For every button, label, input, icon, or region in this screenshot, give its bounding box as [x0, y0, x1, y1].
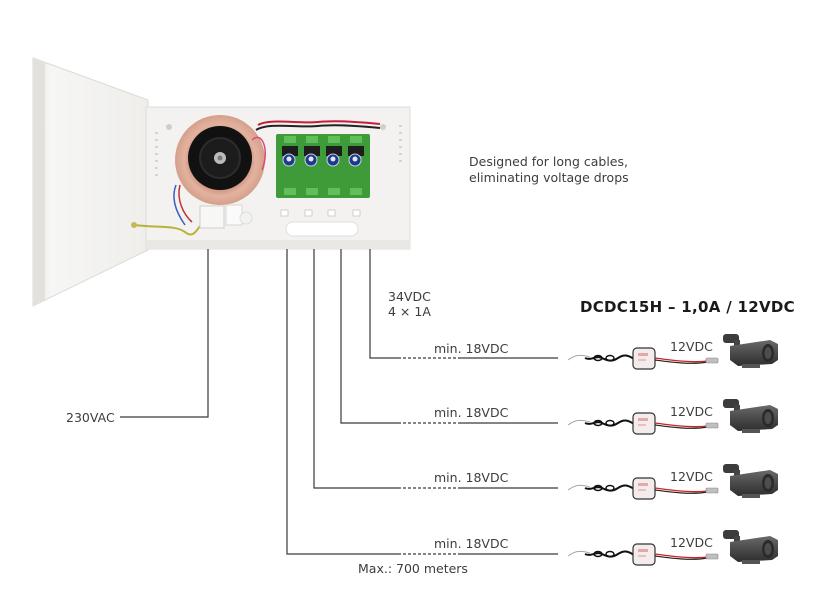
- channel-2-devices: [567, 399, 778, 435]
- cctv-camera-icon: [723, 399, 778, 433]
- psu-output-channels: 4 × 1A: [388, 304, 431, 319]
- dashed-segments: [398, 357, 460, 555]
- input-230vac-line: [120, 249, 209, 418]
- enclosure-door: [32, 57, 149, 307]
- channel-3-input-label: min. 18VDC: [434, 470, 509, 485]
- description-line-1: Designed for long cables,: [469, 154, 628, 169]
- cctv-camera-icon: [723, 334, 778, 368]
- description-line-2: eliminating voltage drops: [469, 170, 629, 185]
- toroidal-transformer-icon: [175, 115, 265, 205]
- channel-1-line-a: [369, 249, 398, 359]
- channel-4-devices: [567, 530, 778, 566]
- channel-4-output-label: 12VDC: [670, 535, 713, 550]
- channel-2-line-a: [340, 249, 398, 424]
- wiring-lines: [120, 249, 558, 555]
- psu-output-voltage: 34VDC: [388, 289, 431, 304]
- channel-3-devices: [567, 464, 778, 500]
- channel-3-line-a: [313, 249, 398, 489]
- dcdc-converter-icon: [567, 477, 719, 500]
- channel-2-input-label: min. 18VDC: [434, 405, 509, 420]
- channel-2-output-label: 12VDC: [670, 404, 713, 419]
- dcdc-converter-icon: [567, 412, 719, 435]
- dcdc-converter-icon: [567, 347, 719, 370]
- channel-1-input-label: min. 18VDC: [434, 341, 509, 356]
- channel-4-line-a: [286, 249, 398, 555]
- channel-1-output-label: 12VDC: [670, 339, 713, 354]
- cctv-camera-icon: [723, 530, 778, 564]
- cctv-camera-icon: [723, 464, 778, 498]
- channel-4-input-label: min. 18VDC: [434, 536, 509, 551]
- dcdc-converter-icon: [567, 543, 719, 566]
- pcb-board-icon: [276, 134, 370, 198]
- power-supply-enclosure: [32, 57, 411, 307]
- max-distance-label: Max.: 700 meters: [358, 561, 468, 576]
- channel-3-output-label: 12VDC: [670, 469, 713, 484]
- channel-1-devices: [567, 334, 778, 370]
- module-title: DCDC15H – 1,0A / 12VDC: [580, 298, 795, 316]
- input-voltage-label: 230VAC: [66, 410, 115, 425]
